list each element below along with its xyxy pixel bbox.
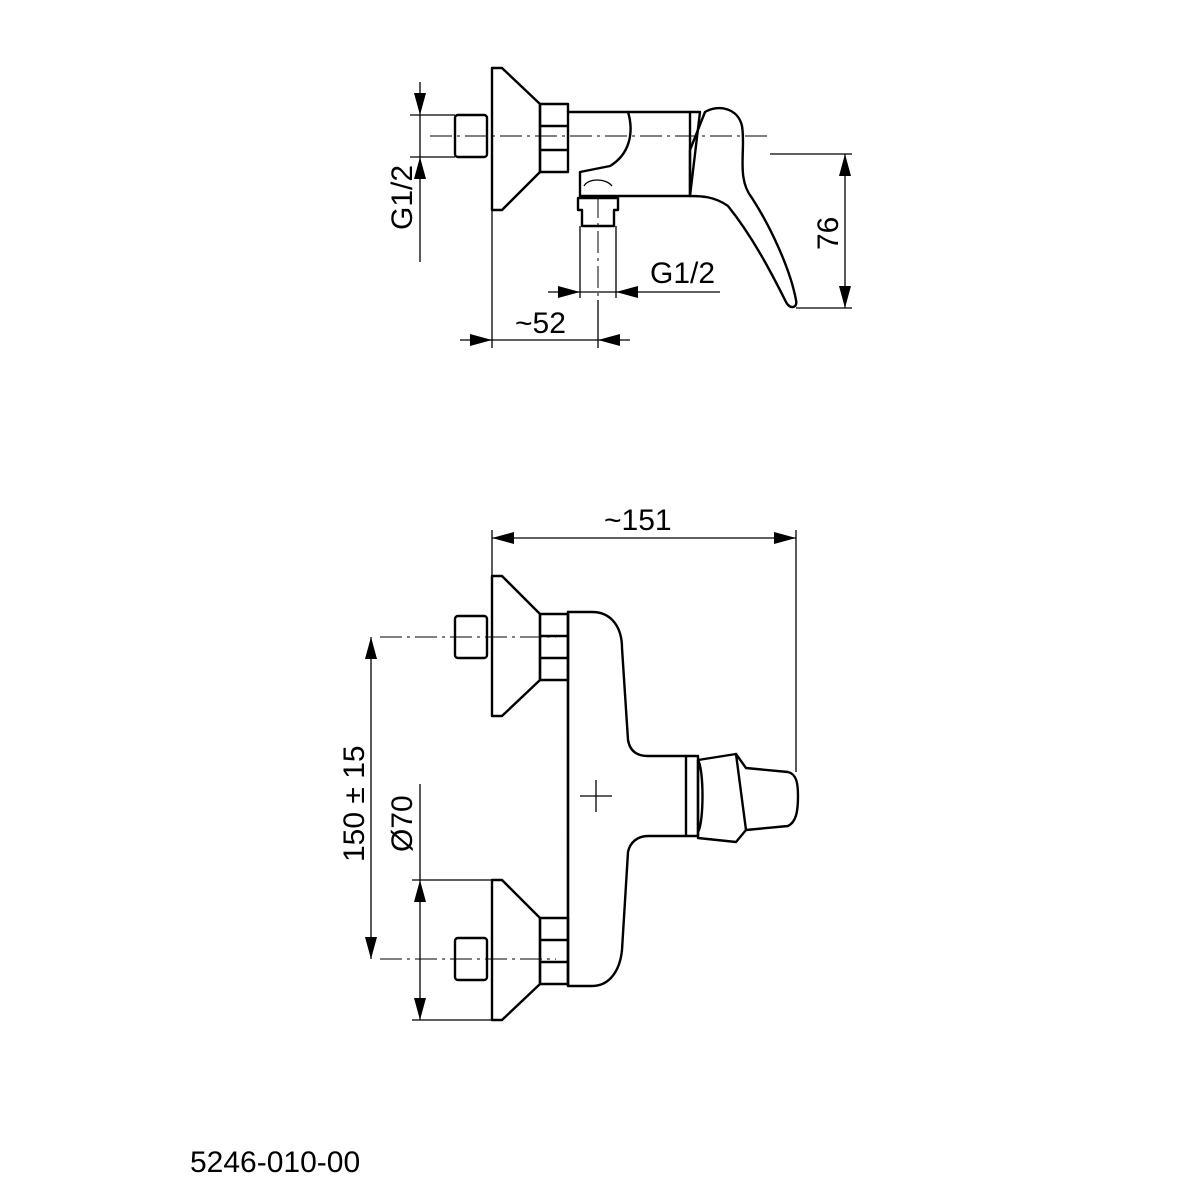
dim-inlet-spacing: 150 ± 15 [338, 637, 377, 959]
dim-depth-outlet: ~52 [460, 210, 630, 348]
dim-handle-height-label: 76 [812, 217, 845, 250]
dim-inlet-spacing-label: 150 ± 15 [338, 745, 371, 862]
dim-inlet-thread-label: G1/2 [386, 165, 419, 230]
side-hex-nut [538, 102, 570, 174]
dim-overall-width-label: ~151 [604, 504, 672, 537]
side-lever-handle [688, 106, 798, 309]
front-view: ~151 150 ± 15 Ø70 [338, 504, 800, 1022]
dim-flange-diameter-label: Ø70 [386, 795, 419, 852]
front-flange-lower [490, 878, 542, 1022]
dim-inlet-thread: G1/2 [386, 82, 455, 262]
side-outlet-inner [583, 179, 613, 187]
front-hex-nut-lower [538, 916, 570, 986]
part-number: 5246-010-00 [190, 1146, 360, 1179]
dim-flange-diameter: Ø70 [386, 784, 492, 1021]
front-lever-edge [734, 752, 748, 832]
dim-outlet-thread-label: G1/2 [650, 257, 715, 290]
side-flange [490, 66, 542, 212]
front-cartridge-ring [684, 754, 704, 838]
side-body-outline [626, 110, 702, 198]
dim-overall-width: ~151 [491, 504, 797, 772]
front-lever-handle [696, 752, 800, 844]
side-view: G1/2 G1/2 ~52 76 [386, 66, 852, 348]
dim-handle-height: 76 [770, 153, 852, 309]
front-hex-nut-upper [538, 612, 570, 682]
front-flange-upper [490, 574, 542, 718]
front-mixer-body [566, 610, 688, 988]
dim-depth-outlet-label: ~52 [515, 307, 566, 340]
side-outlet [576, 196, 620, 228]
dim-outlet-thread: G1/2 [548, 226, 720, 298]
side-mixer-body [566, 110, 692, 198]
